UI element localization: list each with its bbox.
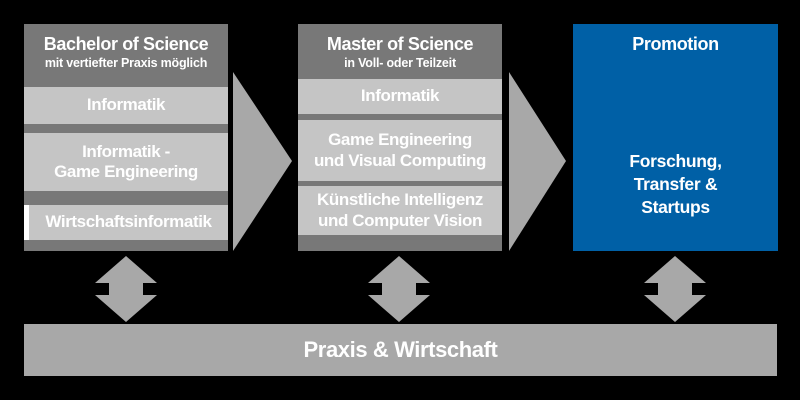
master-header: Master of Science in Voll- oder Teilzeit [298, 24, 502, 71]
master-subtitle: in Voll- oder Teilzeit [344, 55, 456, 70]
program-label-line1: Informatik - [82, 141, 170, 161]
master-program-ki-computer-vision: Künstliche Intelligenz und Computer Visi… [298, 186, 502, 235]
praxis-wirtschaft-label: Praxis & Wirtschaft [303, 337, 498, 362]
program-label: Informatik [360, 86, 440, 106]
promotion-body-line2: Transfer & [633, 174, 718, 195]
program-label-line1: Game Engineering [328, 130, 472, 150]
promotion-body-line1: Forschung, [629, 151, 722, 172]
double-arrow-vertical-icon-bachelor-praxis [95, 256, 157, 322]
promotion-title: Promotion [632, 34, 719, 54]
double-arrow-vertical-icon-master-praxis [368, 256, 430, 322]
program-label: Informatik [86, 95, 166, 115]
promotion-body: Forschung, Transfer & Startups [573, 127, 778, 242]
master-program-game-engineering-visual-computing: Game Engineering und Visual Computing [298, 120, 502, 181]
double-arrow-vertical-icon-promotion-praxis [644, 256, 706, 322]
program-label-line1: Künstliche Intelligenz [317, 190, 483, 210]
praxis-wirtschaft-bar: Praxis & Wirtschaft [24, 324, 777, 376]
program-label: Wirtschaftsinformatik [45, 212, 212, 232]
bachelor-column: Bachelor of Science mit vertiefter Praxi… [24, 24, 228, 251]
promotion-body-line3: Startups [641, 196, 710, 217]
bachelor-program-informatik-game-engineering: Informatik - Game Engineering [24, 133, 228, 191]
right-arrow-icon-master-to-promotion [509, 72, 566, 251]
program-label-line2: und Computer Vision [318, 210, 482, 230]
bachelor-subtitle: mit vertiefter Praxis möglich [44, 55, 208, 70]
promotion-header: Promotion [573, 24, 778, 55]
master-title: Master of Science [326, 34, 474, 54]
promotion-box: Promotion Forschung, Transfer & Startups [573, 24, 778, 251]
bachelor-title: Bachelor of Science [43, 34, 209, 54]
master-program-informatik: Informatik [298, 79, 502, 114]
program-label-line2: und Visual Computing [313, 150, 487, 170]
right-arrow-icon-bachelor-to-master [233, 72, 292, 251]
bachelor-program-wirtschaftsinformatik: Wirtschaftsinformatik [24, 205, 228, 240]
master-column: Master of Science in Voll- oder Teilzeit… [298, 24, 502, 251]
program-label-line2: Game Engineering [54, 162, 198, 181]
bachelor-program-informatik: Informatik [24, 87, 228, 124]
bachelor-header: Bachelor of Science mit vertiefter Praxi… [24, 24, 228, 71]
